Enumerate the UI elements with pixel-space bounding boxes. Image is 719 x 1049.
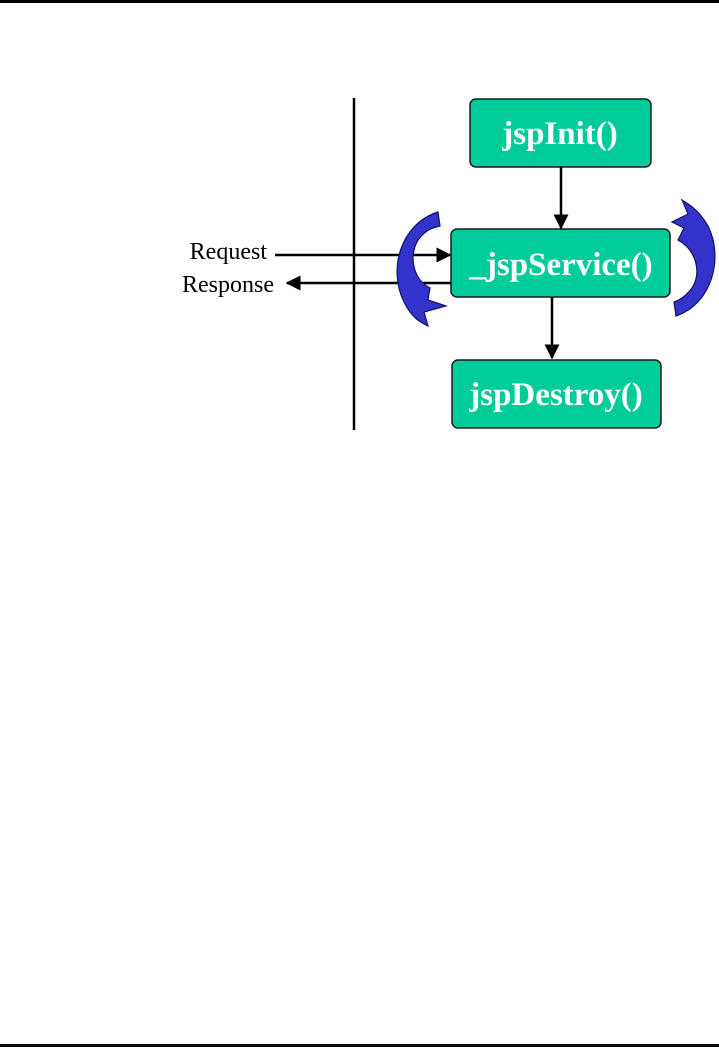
jsp-lifecycle-diagram: jspInit() _jspService() jspDestroy() Req…	[182, 98, 716, 430]
jsp-init-node: jspInit()	[469, 98, 652, 168]
right-loop-arrow-icon	[670, 198, 716, 317]
top-rule	[0, 0, 719, 3]
jsp-destroy-label: jspDestroy()	[468, 377, 643, 413]
bottom-rule	[0, 1044, 719, 1047]
jsp-init-label: jspInit()	[501, 116, 618, 152]
request-label: Request	[190, 239, 268, 265]
jsp-service-label: _jspService()	[468, 247, 652, 283]
left-loop-arrow-icon	[396, 211, 449, 328]
response-label: Response	[182, 272, 274, 298]
jsp-service-node: _jspService()	[450, 228, 671, 298]
jsp-destroy-node: jspDestroy()	[451, 359, 662, 429]
